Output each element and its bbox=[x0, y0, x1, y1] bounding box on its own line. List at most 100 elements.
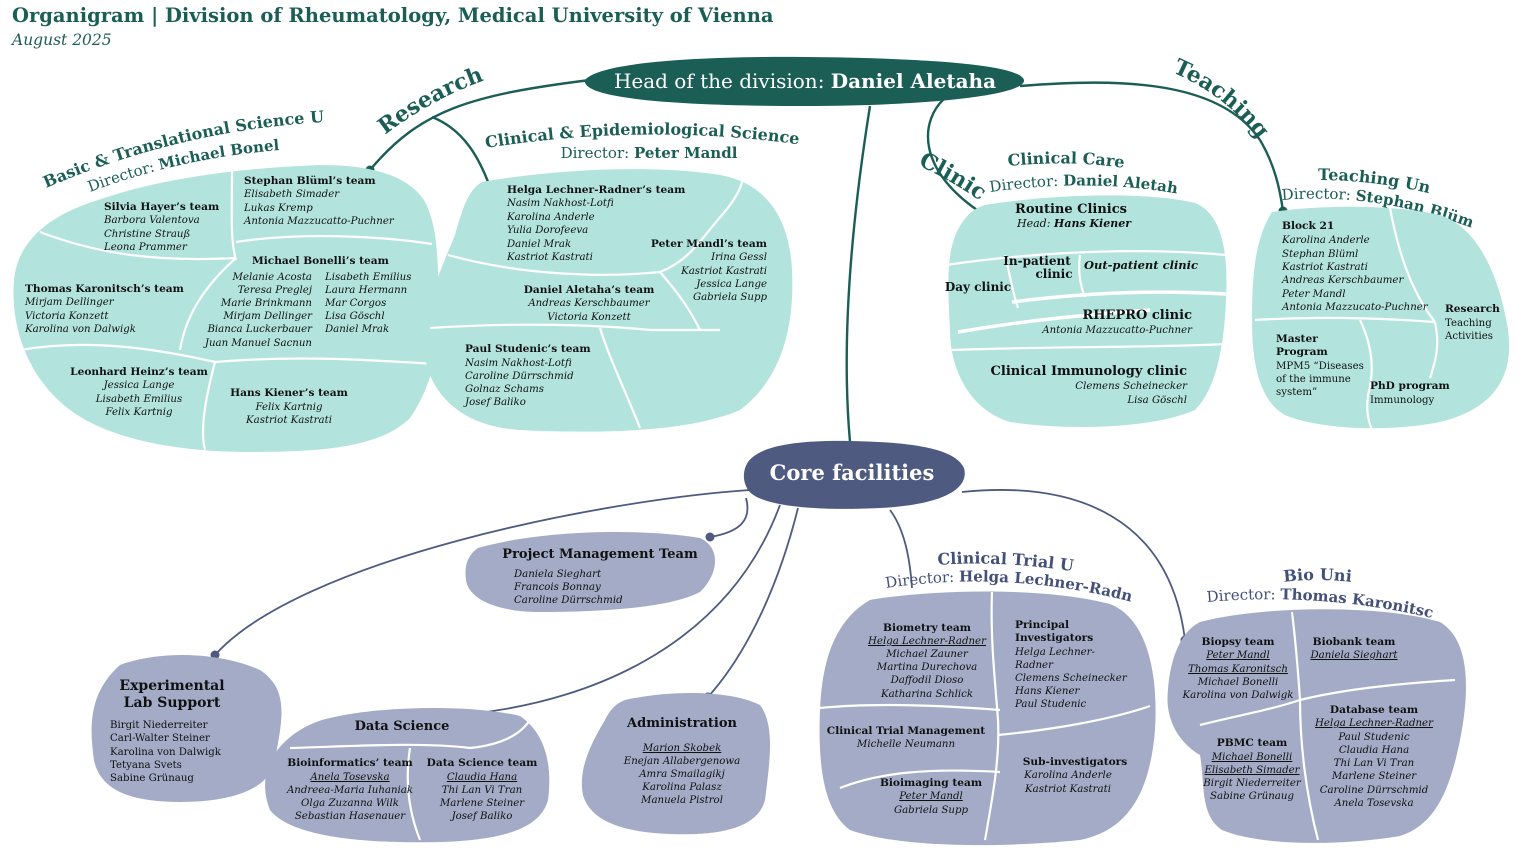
database-member: Caroline Dürrschmid bbox=[1320, 785, 1429, 796]
block21-member: Peter Mandl bbox=[1281, 289, 1346, 300]
ccu-rhepro: RHEPRO clinic Antonia Mazzucatto-Puchner bbox=[1041, 308, 1193, 336]
team-member: Victoria Konzett bbox=[25, 311, 109, 322]
pmt-member: Francois Bonnay bbox=[513, 582, 601, 593]
research-activities-title: Research bbox=[1445, 303, 1500, 315]
connector-clinic-ccu bbox=[926, 97, 984, 216]
bioinformatics-member: Andreea-Maria Iuhaniak bbox=[286, 785, 413, 796]
branch-label-clinic: Clinic bbox=[915, 147, 991, 206]
cesu-team-paul: Paul Studenic’s team Nasim Nakhost-Lotfi… bbox=[463, 343, 591, 408]
team-member: Marie Brinkmann bbox=[220, 298, 312, 309]
bio-unit-blob bbox=[1167, 609, 1466, 843]
admin-member: Karolina Palasz bbox=[641, 782, 722, 793]
master-desc: of the immune bbox=[1276, 374, 1351, 385]
inpatient-line: clinic bbox=[1035, 267, 1072, 281]
team-member: Kastriot Kastrati bbox=[245, 415, 332, 426]
team-member: Victoria Konzett bbox=[547, 312, 631, 323]
team-member: Nasim Nakhost-Lotfi bbox=[464, 358, 572, 369]
ccu-blob bbox=[948, 195, 1227, 427]
core-facilities-label: Core facilities bbox=[770, 460, 935, 485]
ccu-immunology: Clinical Immunology clinic Clemens Schei… bbox=[991, 364, 1189, 406]
team-name: Silvia Hayer’s team bbox=[104, 201, 219, 213]
master-title: Program bbox=[1276, 346, 1328, 358]
routine-clinics-head: Head: Hans Kiener bbox=[1016, 217, 1132, 230]
pi-member: Hans Kiener bbox=[1014, 686, 1080, 697]
btsu-dividers bbox=[19, 169, 436, 451]
biopsy-member: Karolina von Dalwigk bbox=[1182, 690, 1294, 701]
ctu-clinical-trial-management: Clinical Trial Management Michelle Neuma… bbox=[827, 725, 985, 750]
connector-dot-pmt bbox=[705, 532, 715, 542]
bioinformatics-member: Olga Zuzanna Wilk bbox=[301, 798, 399, 809]
team-member: Caroline Dürrschmid bbox=[465, 371, 574, 382]
pi-title: Investigators bbox=[1015, 632, 1093, 644]
database-member: Claudia Hana bbox=[1339, 745, 1409, 756]
admin-member: Amra Smailagikj bbox=[638, 769, 725, 780]
team-member: Daniel Mrak bbox=[506, 239, 571, 250]
ds-dividers bbox=[289, 719, 531, 841]
pi-title: Principal bbox=[1015, 619, 1069, 631]
block21-member: Kastriot Kastrati bbox=[1281, 262, 1368, 273]
team-member: Gabriela Supp bbox=[693, 292, 768, 303]
team-member: Lisa Göschl bbox=[324, 311, 385, 322]
ctm-title: Clinical Trial Management bbox=[827, 725, 985, 737]
team-member: Felix Kartnig bbox=[104, 407, 173, 418]
connector-research-btsu bbox=[369, 78, 591, 171]
ctu-dividers bbox=[819, 591, 1151, 841]
team-member: Kastriot Kastrati bbox=[506, 252, 593, 263]
els-title: Experimental bbox=[119, 678, 224, 694]
team-name: Paul Studenic’s team bbox=[465, 343, 591, 355]
btsu-team-thomas: Thomas Karonitsch’s team Mirjam Dellinge… bbox=[24, 283, 184, 335]
team-name: Thomas Karonitsch’s team bbox=[25, 283, 184, 295]
team-member: Barbora Valentova bbox=[103, 215, 200, 226]
pi-member: Clemens Scheinecker bbox=[1015, 673, 1128, 684]
btsu-team-stephan: Stephan Blüml’s team Elisabeth Simader L… bbox=[243, 175, 395, 227]
ctm-member: Michelle Neumann bbox=[856, 739, 955, 750]
bio-unit-biobank: Biobank team Daniela Sieghart bbox=[1309, 636, 1398, 661]
bioinformatics-lead: Anela Tosevska bbox=[309, 772, 389, 783]
pi-member: Helga Lechner- bbox=[1014, 647, 1096, 658]
team-name: Peter Mandl’s team bbox=[651, 238, 767, 250]
btsu-director: Director: Michael Bonelli bbox=[0, 0, 280, 196]
teaching-phd: PhD program Immunology bbox=[1370, 380, 1450, 406]
page-title: Organigram | Division of Rheumatology, M… bbox=[12, 4, 774, 27]
ds-title: Data Science bbox=[355, 719, 450, 734]
bio-unit-pbmc: PBMC team Michael Bonelli Elisabeth Sima… bbox=[1202, 737, 1302, 802]
team-member: Golnaz Schams bbox=[465, 384, 544, 395]
database-lead: Helga Lechner-Radner bbox=[1314, 718, 1434, 729]
bioinformatics-title: Bioinformatics’ team bbox=[287, 757, 412, 769]
ds-team-member: Thi Lan Vi Tran bbox=[442, 785, 522, 796]
team-member: Karolina von Dalwigk bbox=[24, 324, 136, 335]
database-member: Paul Studenic bbox=[1337, 732, 1410, 743]
team-member: Lukas Kremp bbox=[243, 203, 313, 214]
els-member: Karolina von Dalwigk bbox=[110, 747, 222, 758]
block21-member: Stephan Blüml bbox=[1282, 249, 1358, 260]
team-member: Lisabeth Emilius bbox=[324, 272, 411, 283]
block21-title: Block 21 bbox=[1282, 220, 1334, 232]
connector-core-ds bbox=[469, 504, 781, 715]
team-member: Daniel Mrak bbox=[324, 324, 389, 335]
sub-member: Karolina Anderle bbox=[1023, 770, 1112, 781]
immunology-member: Clemens Scheinecker bbox=[1075, 381, 1188, 392]
sub-member: Kastriot Kastrati bbox=[1024, 784, 1111, 795]
team-member: Lisabeth Emilius bbox=[95, 394, 182, 405]
btsu-team-leonhard: Leonhard Heinz’s team Jessica Lange Lisa… bbox=[70, 366, 208, 418]
phd-desc: Immunology bbox=[1370, 395, 1435, 406]
pmt-member: Daniela Sieghart bbox=[513, 569, 602, 580]
immunology-title: Clinical Immunology clinic bbox=[991, 364, 1188, 379]
cesu-dividers bbox=[429, 181, 744, 429]
ctu-bioimaging: Bioimaging team Peter Mandl Gabriela Sup… bbox=[880, 777, 982, 816]
team-member: Nasim Nakhost-Lotfi bbox=[506, 198, 614, 209]
phd-title: PhD program bbox=[1370, 380, 1450, 392]
els-blob bbox=[91, 654, 282, 802]
team-name: Hans Kiener’s team bbox=[230, 387, 348, 399]
pbmc-member: Sabine Grünaug bbox=[1210, 791, 1294, 802]
els-member: Birgit Niederreiter bbox=[110, 720, 208, 731]
head-label: Head of the division: Daniel Aletaha bbox=[614, 69, 996, 93]
pmt-member: Caroline Dürrschmid bbox=[514, 595, 623, 606]
core-facilities-node bbox=[743, 440, 965, 509]
ccu-routine: Routine Clinics Head: Hans Kiener bbox=[1015, 202, 1132, 230]
teaching-master: Master Program MPM5 “Diseases of the imm… bbox=[1276, 333, 1364, 398]
team-member: Mar Corgos bbox=[324, 298, 386, 309]
connector-core-pmt bbox=[709, 497, 749, 538]
